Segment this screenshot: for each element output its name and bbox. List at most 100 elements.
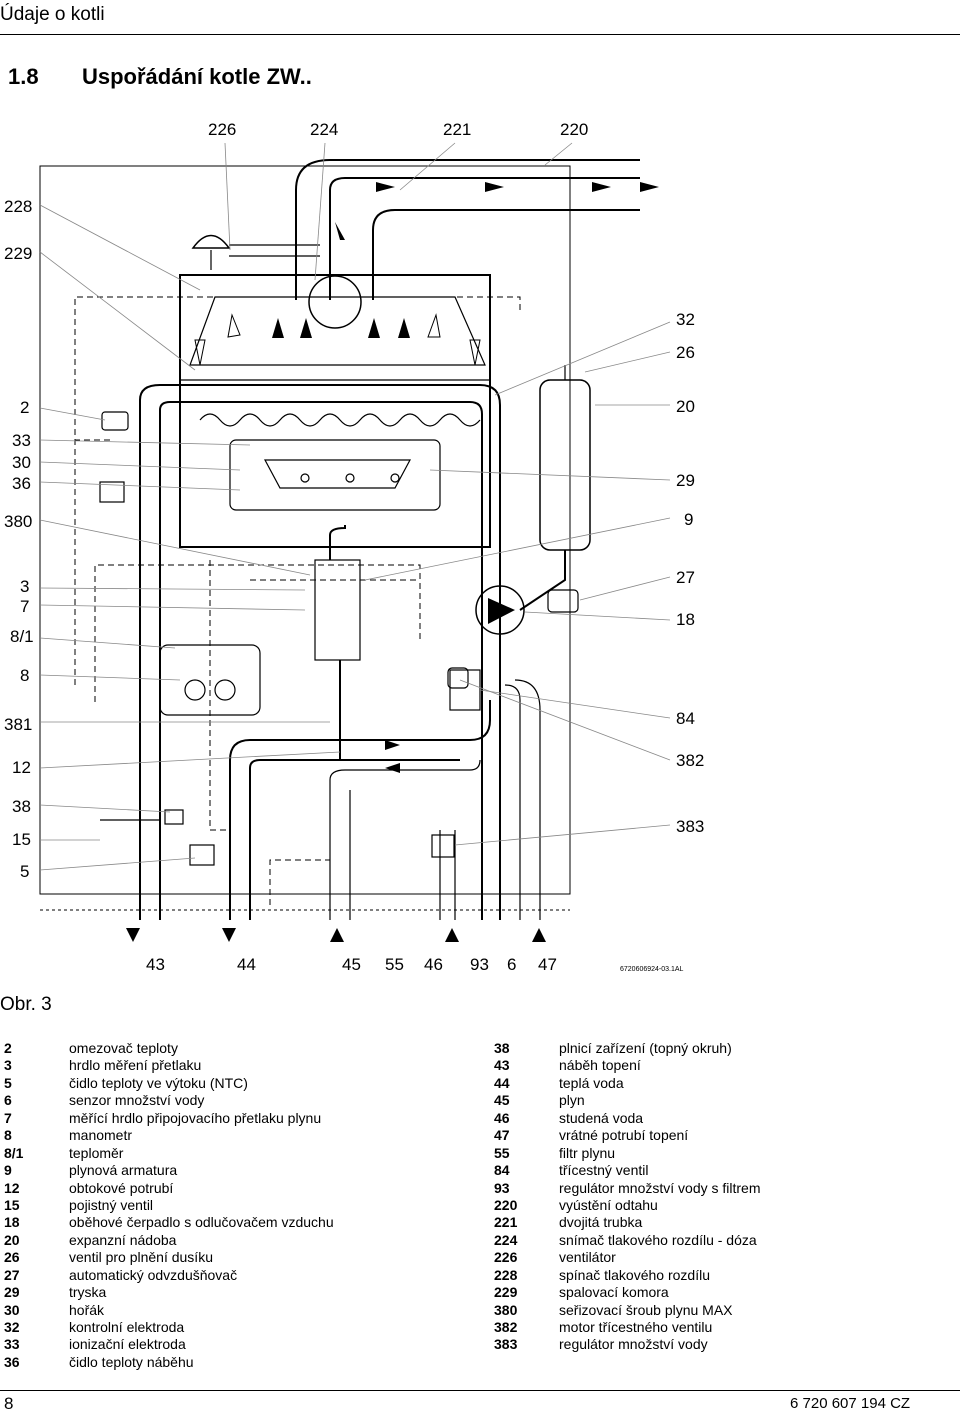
legend-num: 26 xyxy=(4,1249,20,1266)
document-code: 6 720 607 194 CZ xyxy=(790,1395,911,1412)
callout-381: 381 xyxy=(4,715,33,734)
callout-38: 38 xyxy=(12,797,31,816)
callout-221: 221 xyxy=(443,120,472,139)
section-title: Uspořádání kotle ZW.. xyxy=(82,64,312,89)
section-header: Údaje o kotli xyxy=(0,4,105,25)
legend-text: senzor množství vody xyxy=(69,1092,205,1109)
callout-3: 3 xyxy=(20,577,30,596)
callout-15: 15 xyxy=(12,830,31,849)
legend-text: plynová armatura xyxy=(69,1162,178,1179)
legend-row: 2 omezovač teploty xyxy=(4,1040,444,1057)
legend-text: regulátor množství vody xyxy=(559,1336,708,1353)
legend-text: tryska xyxy=(69,1284,107,1301)
legend-num: 36 xyxy=(4,1353,20,1370)
figure-label: Obr. 3 xyxy=(0,994,52,1015)
callout-33: 33 xyxy=(12,431,31,450)
legend-num: 55 xyxy=(494,1144,510,1161)
legend-row: 93 regulátor množství vody s filtrem xyxy=(494,1180,934,1197)
legend-num: 221 xyxy=(494,1214,518,1231)
callout-5: 5 xyxy=(20,862,30,881)
callout-29: 29 xyxy=(676,471,695,490)
legend-num: 30 xyxy=(4,1301,20,1318)
legend-text: expanzní nádoba xyxy=(69,1231,177,1248)
legend-text: oběhové čerpadlo s odlučovačem vzduchu xyxy=(69,1214,334,1231)
legend-text: náběh topení xyxy=(559,1057,641,1074)
legend-num: 229 xyxy=(494,1284,518,1301)
legend-text: motor třícestného ventilu xyxy=(559,1319,713,1335)
legend-text: čidlo teploty náběhu xyxy=(69,1353,194,1370)
legend-row: 26 ventil pro plnění dusíku xyxy=(4,1249,444,1266)
legend-num: 33 xyxy=(4,1336,20,1353)
section-number: 1.8 xyxy=(8,64,39,89)
legend-row: 6 senzor množství vody xyxy=(4,1092,444,1109)
legend-row: 229 spalovací komora xyxy=(494,1284,934,1301)
callout-44: 44 xyxy=(237,955,256,974)
legend-num: 382 xyxy=(494,1319,518,1335)
legend-text: kontrolní elektroda xyxy=(69,1319,185,1335)
legend-text: vrátné potrubí topení xyxy=(559,1127,689,1144)
legend-num: 38 xyxy=(494,1040,510,1056)
legend-num: 2 xyxy=(4,1040,12,1056)
legend-num: 15 xyxy=(4,1196,20,1213)
legend-text: plyn xyxy=(559,1092,585,1109)
callout-55: 55 xyxy=(385,955,404,974)
legend-text: spalovací komora xyxy=(559,1284,669,1301)
legend-row: 228 spínač tlakového rozdílu xyxy=(494,1267,934,1284)
legend-text: třícestný ventil xyxy=(559,1162,649,1179)
legend-text: hořák xyxy=(69,1301,105,1318)
callout-9: 9 xyxy=(684,510,694,529)
legend-row: 36 čidlo teploty náběhu xyxy=(4,1354,444,1371)
callout-45: 45 xyxy=(342,955,361,974)
legend-text: omezovač teploty xyxy=(69,1040,178,1056)
legend-num: 228 xyxy=(494,1266,518,1283)
callout-6: 6 xyxy=(507,955,517,974)
legend-num: 27 xyxy=(4,1266,20,1283)
legend-num: 18 xyxy=(4,1214,20,1231)
legend-text: studená voda xyxy=(559,1109,644,1126)
callout-8: 8 xyxy=(20,666,30,685)
legend-text: ventil pro plnění dusíku xyxy=(69,1249,213,1266)
callout-36: 36 xyxy=(12,474,31,493)
header-rule xyxy=(0,34,960,35)
callout-382: 382 xyxy=(676,751,705,770)
legend-num: 47 xyxy=(494,1127,510,1144)
callout-224: 224 xyxy=(310,120,339,139)
legend-text: spínač tlakového rozdílu xyxy=(559,1266,710,1283)
page-number: 8 xyxy=(4,1394,14,1413)
legend-num: 9 xyxy=(4,1162,12,1179)
legend-row: 15 pojistný ventil xyxy=(4,1197,444,1214)
legend-text: teploměr xyxy=(69,1144,124,1161)
legend-text: ventilátor xyxy=(559,1249,616,1266)
callout-84: 84 xyxy=(676,709,695,728)
legend-text: vyústění odtahu xyxy=(559,1196,658,1213)
legend-row: 382 motor třícestného ventilu xyxy=(494,1319,934,1336)
legend-text: regulátor množství vody s filtrem xyxy=(559,1179,761,1196)
legend-num: 93 xyxy=(494,1179,510,1196)
legend-text: teplá voda xyxy=(559,1074,624,1091)
legend-num: 7 xyxy=(4,1109,12,1126)
callout-226: 226 xyxy=(208,120,237,139)
legend-text: manometr xyxy=(69,1127,133,1144)
legend-num: 44 xyxy=(494,1074,510,1091)
legend-num: 6 xyxy=(4,1092,12,1109)
legend-text: hrdlo měření přetlaku xyxy=(69,1057,202,1074)
legend-text: seřizovací šroub plynu MAX xyxy=(559,1301,733,1318)
callout-47: 47 xyxy=(538,955,557,974)
legend-text: pojistný ventil xyxy=(69,1196,154,1213)
callout-229: 229 xyxy=(4,244,33,263)
callout-228: 228 xyxy=(4,197,33,216)
